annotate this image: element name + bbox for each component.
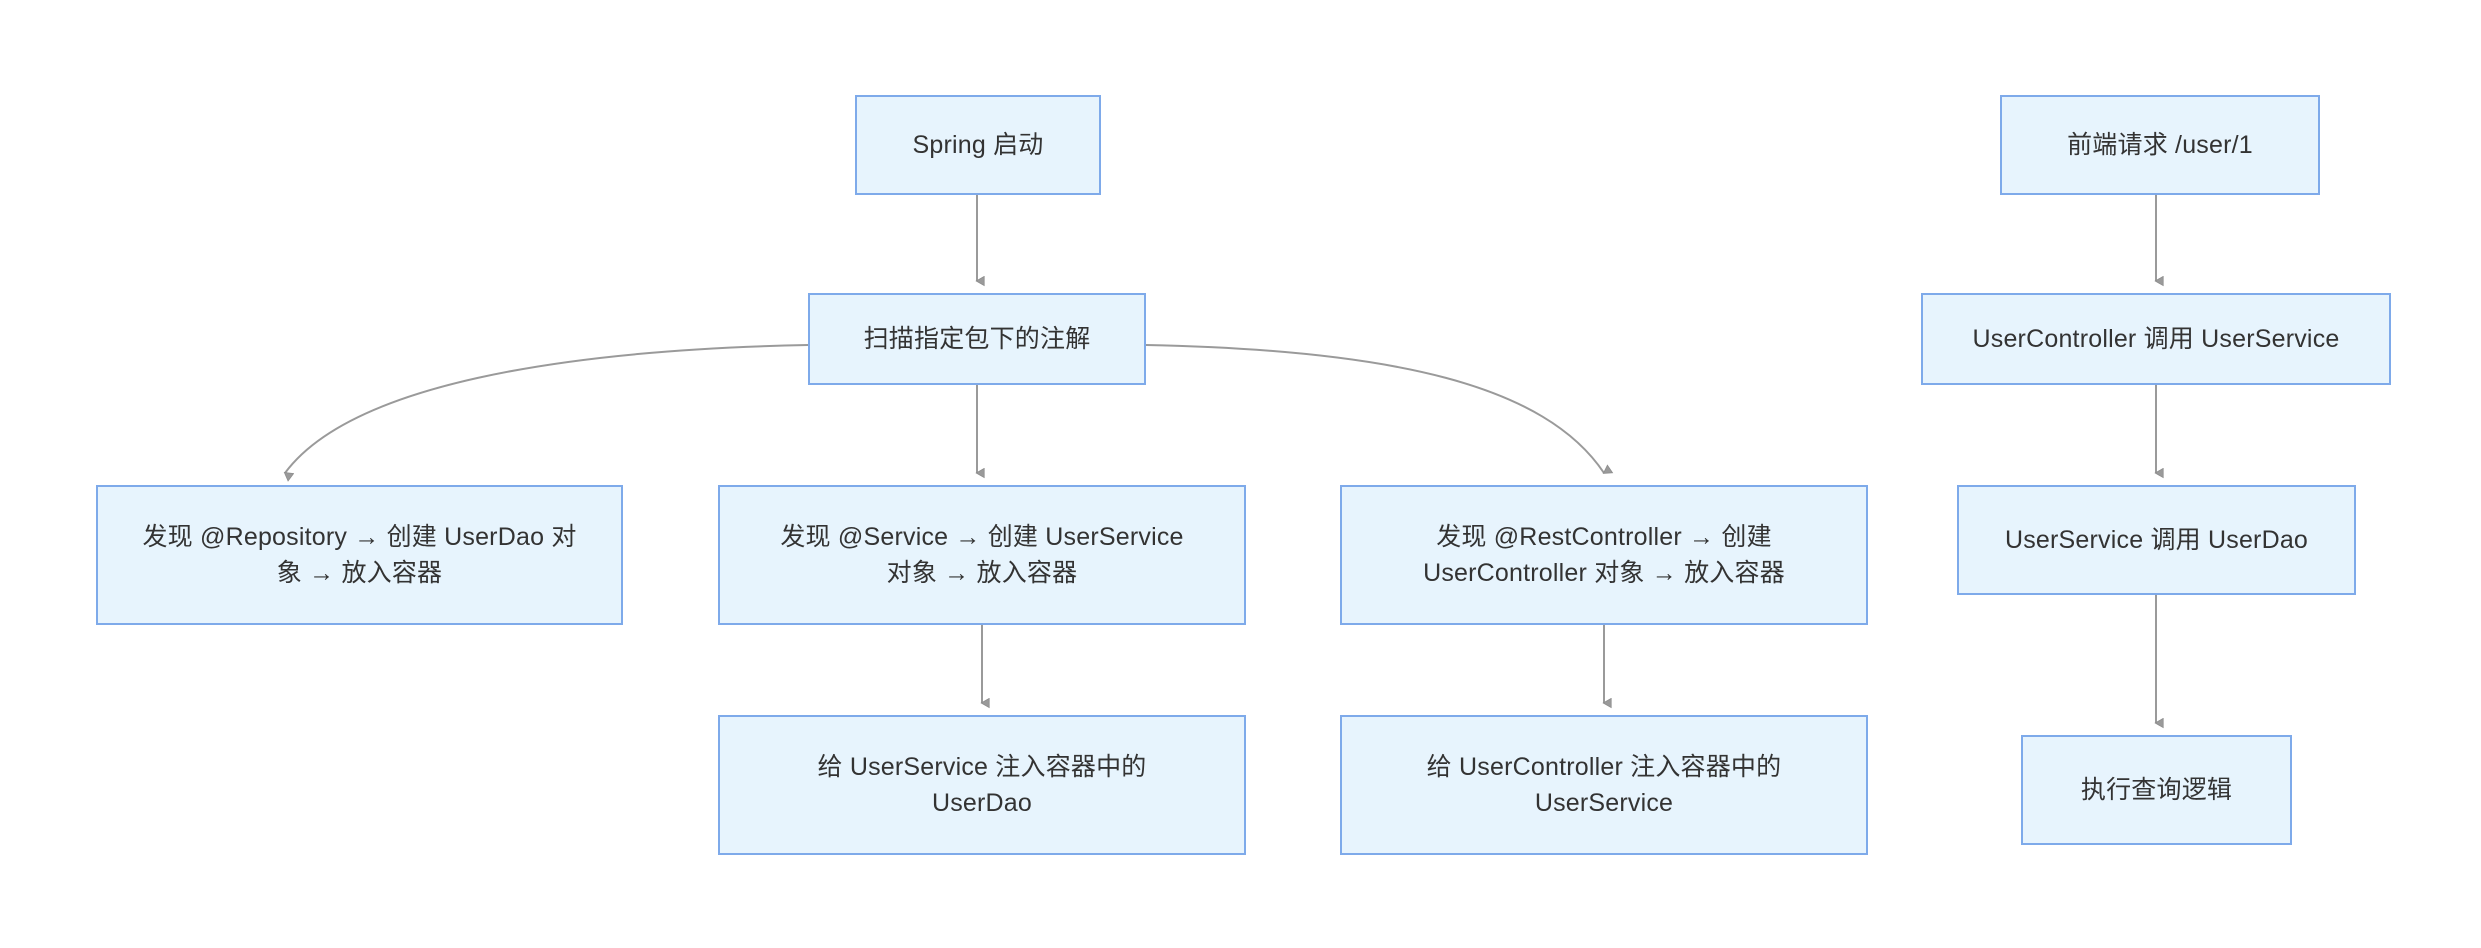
node-inject-userdao[interactable]: 给 UserService 注入容器中的 UserDao: [718, 715, 1246, 855]
node-frontend-request[interactable]: 前端请求 /user/1: [2000, 95, 2320, 195]
node-frontend-request-label: 前端请求 /user/1: [2067, 130, 2253, 159]
node-discover-repository[interactable]: 发现 @Repository → 创建 UserDao 对 象 → 放入容器: [96, 485, 623, 625]
node-service-calls-dao[interactable]: UserService 调用 UserDao: [1957, 485, 2356, 595]
node-controller-calls-service-label: UserController 调用 UserService: [1972, 324, 2340, 353]
node-controller-calls-service[interactable]: UserController 调用 UserService: [1921, 293, 2391, 385]
node-scan-annotations[interactable]: 扫描指定包下的注解: [808, 293, 1146, 385]
node-discover-service-label: 发现 @Service → 创建 UserService 对象 → 放入容器: [780, 522, 1184, 587]
node-execute-query-label: 执行查询逻辑: [2080, 775, 2233, 804]
node-inject-userdao-label: 给 UserService 注入容器中的 UserDao: [817, 752, 1147, 817]
node-inject-userservice-label: 给 UserController 注入容器中的 UserService: [1426, 752, 1782, 817]
node-inject-userservice[interactable]: 给 UserController 注入容器中的 UserService: [1340, 715, 1868, 855]
node-scan-annotations-label: 扫描指定包下的注解: [863, 324, 1091, 353]
node-discover-restcontroller[interactable]: 发现 @RestController → 创建 UserController 对…: [1340, 485, 1868, 625]
node-discover-restcontroller-label: 发现 @RestController → 创建 UserController 对…: [1423, 522, 1785, 587]
node-spring-start[interactable]: Spring 启动: [855, 95, 1101, 195]
node-spring-start-label: Spring 启动: [912, 130, 1044, 159]
node-service-calls-dao-label: UserService 调用 UserDao: [2004, 525, 2309, 554]
node-discover-repository-label: 发现 @Repository → 创建 UserDao 对 象 → 放入容器: [142, 522, 577, 587]
edge-scan-to-restcontroller: [1145, 344, 1604, 473]
edge-scan-to-repository: [285, 344, 809, 473]
node-discover-service[interactable]: 发现 @Service → 创建 UserService 对象 → 放入容器: [718, 485, 1246, 625]
node-execute-query[interactable]: 执行查询逻辑: [2021, 735, 2292, 845]
